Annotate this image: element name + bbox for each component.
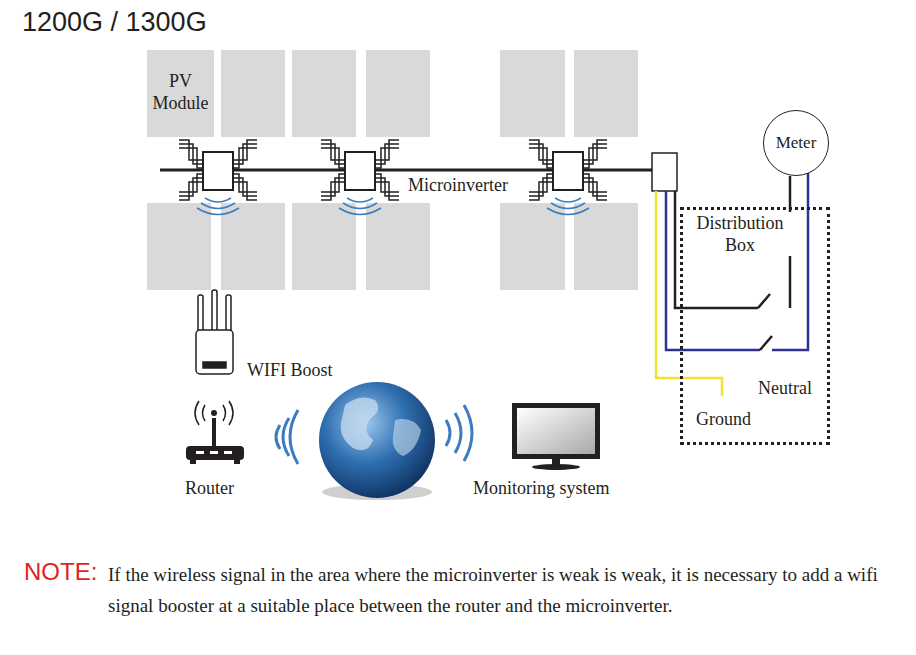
node-text: PV Module bbox=[147, 70, 214, 114]
diagram-title: 1200G / 1300G bbox=[22, 6, 207, 38]
monitor-icon bbox=[512, 403, 600, 470]
grid-wires bbox=[656, 172, 808, 396]
junction-box bbox=[652, 153, 677, 191]
component-label: Router bbox=[185, 478, 234, 498]
wire-label: Ground bbox=[695, 409, 752, 429]
router-icon bbox=[186, 401, 244, 464]
wire-label: Neutral bbox=[757, 378, 813, 398]
microinverters bbox=[179, 140, 607, 200]
wifi-booster bbox=[196, 290, 233, 374]
component-label: Monitoring system bbox=[473, 478, 610, 498]
node-text: Distribution Box bbox=[685, 212, 795, 256]
wifi-waves bbox=[197, 198, 589, 215]
globe-icon bbox=[319, 382, 435, 500]
note-text: If the wireless signal in the area where… bbox=[108, 559, 898, 621]
node-text: Meter bbox=[776, 133, 817, 153]
meter-circle: Meter bbox=[763, 110, 829, 176]
component-label: Microinverter bbox=[406, 175, 510, 195]
pv-module-panel: PV Module bbox=[147, 50, 214, 137]
component-label: WIFI Boost bbox=[247, 360, 333, 380]
note-heading: NOTE: bbox=[24, 558, 97, 586]
